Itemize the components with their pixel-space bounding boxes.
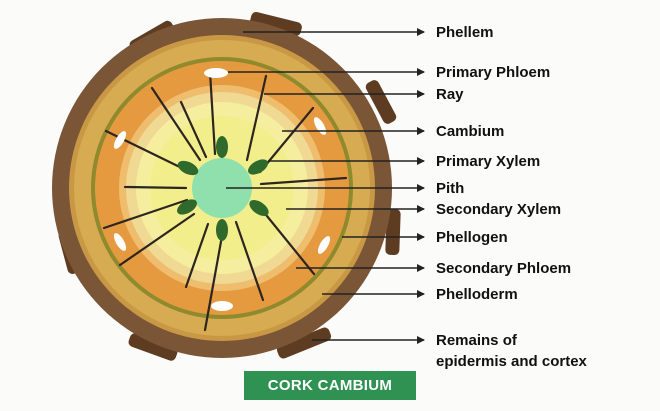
ray-line xyxy=(234,220,265,302)
labels: Phellem Primary Phloem Ray Cambium Prima… xyxy=(436,24,588,370)
ray-line xyxy=(259,176,348,186)
primary-xylem-bundles xyxy=(177,136,269,241)
label-secondary-xylem: Secondary Xylem xyxy=(436,201,561,218)
ray-line xyxy=(184,222,210,289)
label-remains-line1: Remains of xyxy=(436,332,518,349)
primary-phloem-patch xyxy=(204,68,228,78)
ray-line xyxy=(179,100,208,159)
ray-line xyxy=(150,86,202,162)
primary-phloem-patch xyxy=(113,233,127,251)
primary-xylem-bundle xyxy=(216,136,228,158)
diagram-caption: CORK CAMBIUM xyxy=(244,371,416,400)
primary-phloem-patch xyxy=(317,236,331,254)
label-secondary-phloem: Secondary Phloem xyxy=(436,260,571,277)
label-primary-xylem: Primary Xylem xyxy=(436,153,540,170)
ray-line xyxy=(256,203,316,276)
label-cambium: Cambium xyxy=(436,123,504,140)
ray-line xyxy=(208,70,217,156)
bark-patch xyxy=(250,11,302,37)
primary-phloem-patch xyxy=(211,301,233,311)
bark-patch xyxy=(365,80,397,124)
bark-patch xyxy=(128,333,178,361)
label-pith: Pith xyxy=(436,180,464,197)
ray-line xyxy=(203,223,226,332)
ray-line xyxy=(118,212,196,267)
label-phelloderm: Phelloderm xyxy=(436,286,518,303)
primary-xylem-bundle xyxy=(248,159,268,175)
bark-patch xyxy=(276,327,332,359)
label-phellogen: Phellogen xyxy=(436,229,508,246)
primary-xylem-bundle xyxy=(177,199,197,215)
primary-phloem-patch xyxy=(113,131,127,149)
bark-patch xyxy=(385,208,401,256)
primary-phloem-patches xyxy=(113,68,331,311)
rays xyxy=(102,70,348,332)
caption-text: CORK CAMBIUM xyxy=(267,377,393,394)
leader-arrows xyxy=(226,28,425,344)
ray-line xyxy=(102,198,189,230)
label-primary-phloem: Primary Phloem xyxy=(436,64,550,81)
ray-line xyxy=(123,185,188,190)
label-remains-line2: epidermis and cortex xyxy=(436,353,588,370)
primary-xylem-bundle xyxy=(177,160,199,176)
label-ray: Ray xyxy=(436,86,464,103)
ray-line xyxy=(245,74,268,162)
pith-circle xyxy=(192,158,252,218)
primary-xylem-bundle xyxy=(216,219,228,241)
label-phellem: Phellem xyxy=(436,24,494,41)
primary-xylem-bundle xyxy=(249,200,269,216)
